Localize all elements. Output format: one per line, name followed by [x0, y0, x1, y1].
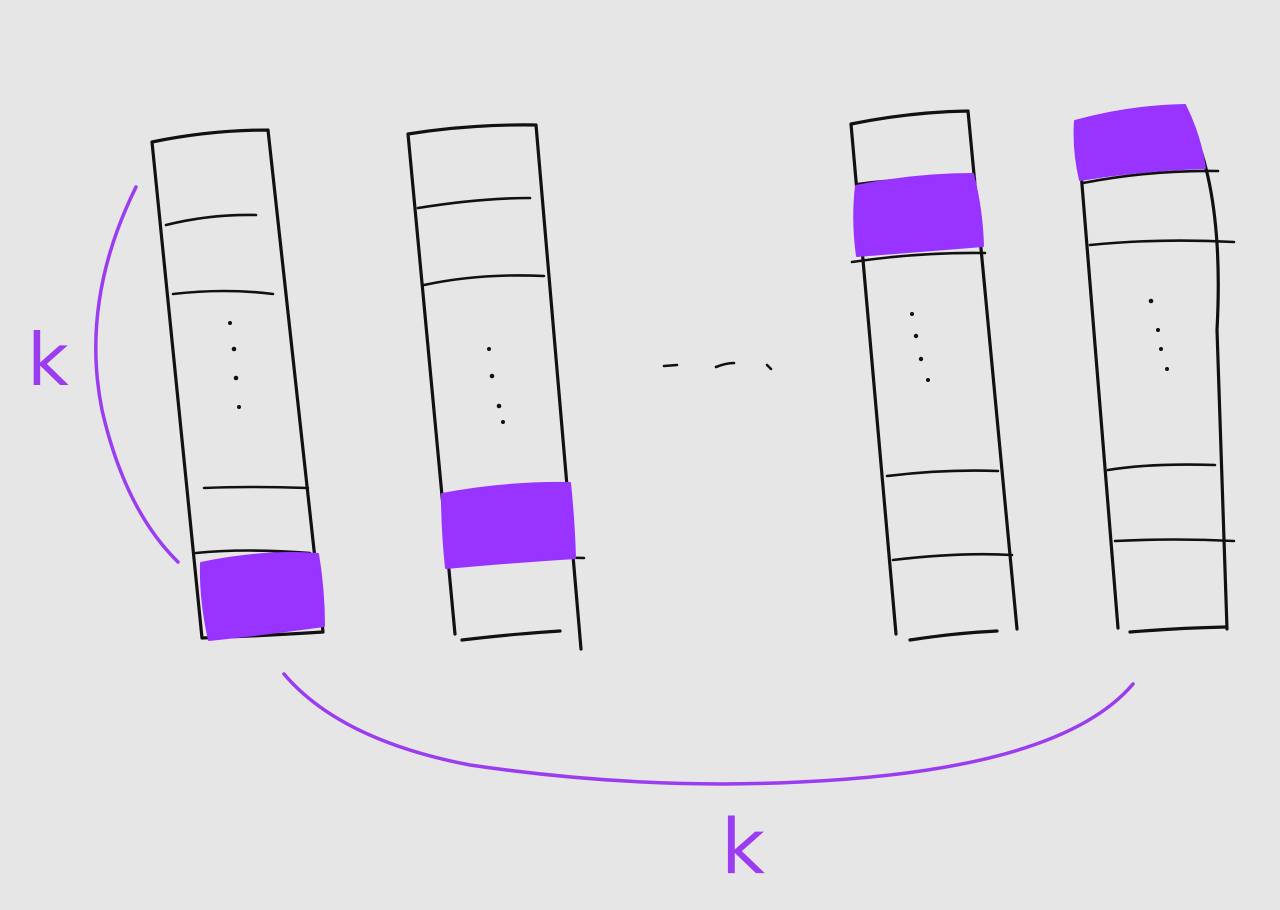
- column-1-highlighted-cell: [199, 552, 325, 641]
- horizontal-ellipsis: [662, 361, 773, 371]
- column-2-highlighted-cell: [441, 481, 576, 569]
- height-brace-label: k: [27, 318, 69, 402]
- column-4-cell-divider: [1081, 169, 1220, 185]
- column-1: [150, 128, 325, 641]
- column-3: [849, 109, 1019, 642]
- column-2: [406, 123, 586, 651]
- column-3-vertical-ellipsis: [910, 312, 930, 382]
- column-4-outline: [1075, 106, 1229, 634]
- column-3-cell-divider: [885, 469, 1000, 478]
- column-3-highlighted-cell: [853, 173, 984, 257]
- column-2-outline: [406, 123, 583, 651]
- column-4-vertical-ellipsis: [1148, 298, 1169, 371]
- height-brace-arc: [94, 185, 180, 564]
- column-1-cell-divider: [164, 213, 258, 227]
- width-brace-label: k: [721, 802, 765, 891]
- column-3-cell-divider: [891, 552, 1014, 562]
- column-1-cell-divider: [202, 485, 310, 490]
- column-4: [1073, 104, 1236, 634]
- column-2-vertical-ellipsis: [487, 347, 505, 424]
- column-2-cell-divider: [416, 196, 532, 210]
- column-4-cell-divider: [1088, 239, 1236, 247]
- column-3-cell-divider: [850, 251, 987, 264]
- width-brace-arc: [282, 672, 1135, 786]
- column-4-cell-divider: [1113, 538, 1236, 543]
- column-1-cell-divider: [171, 289, 275, 296]
- column-2-cell-divider: [422, 274, 546, 287]
- column-4-cell-divider: [1106, 463, 1217, 472]
- column-3-outline: [849, 109, 1019, 642]
- column-4-highlighted-cell: [1073, 104, 1206, 181]
- column-1-outline: [150, 128, 325, 640]
- column-1-vertical-ellipsis: [228, 321, 241, 409]
- column-1-cell-divider: [194, 549, 312, 555]
